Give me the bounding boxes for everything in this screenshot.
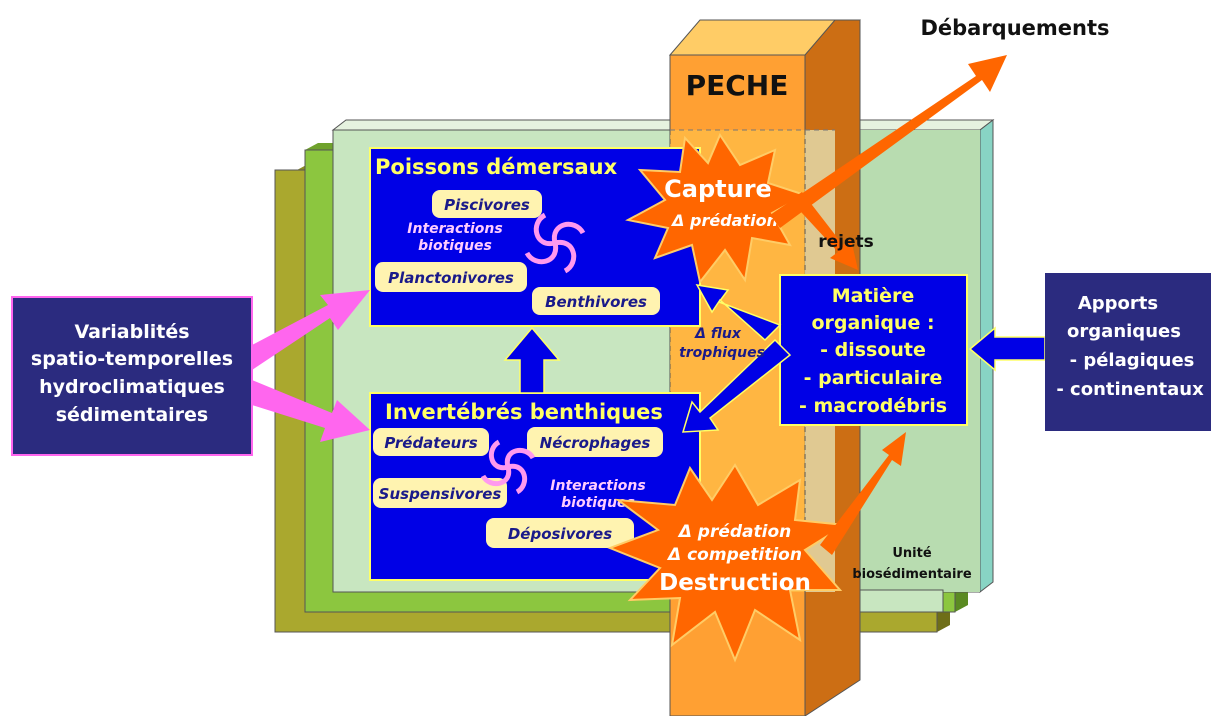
discards-arrow: [790, 192, 858, 270]
organic-inputs-box: [1045, 273, 1211, 431]
trophic-flux-arrows: [681, 284, 792, 433]
variability-arrow-up: [252, 290, 370, 370]
deposivores-label: Déposivores: [508, 525, 612, 543]
organic-line5: - macrodébris: [799, 395, 947, 417]
capture-title: Capture: [664, 175, 772, 203]
destruction-to-organic-arrow: [820, 432, 906, 555]
planctonivores-pill: [375, 262, 527, 292]
necrophages-label: Nécrophages: [540, 434, 651, 452]
suspensivores-label: Suspensivores: [379, 485, 502, 503]
piscivores-pill: [432, 190, 542, 218]
discards-label: rejets: [818, 232, 874, 252]
organic-inputs-arrow: [968, 326, 1046, 372]
inputs-line1: Apports: [1078, 293, 1158, 314]
unit-label-line1: Unité: [892, 546, 931, 561]
destruction-line1: Δ prédation: [677, 522, 792, 542]
planctonivores-label: Planctonivores: [388, 269, 514, 287]
predateurs-label: Prédateurs: [384, 434, 477, 452]
benthic-groups: Prédateurs Nécrophages Suspensivores Dép…: [373, 427, 663, 548]
organic-line4: - particulaire: [804, 367, 943, 389]
fishing-label: PECHE: [686, 69, 789, 102]
organic-line2: organique :: [811, 312, 934, 334]
capture-burst: [625, 132, 808, 285]
trophic-flux-line1: Δ flux: [694, 326, 742, 342]
destruction-line2: Δ competition: [666, 545, 802, 565]
variability-arrow-down: [252, 380, 370, 442]
inputs-line3: - pélagiques: [1070, 350, 1195, 371]
demersal-interactions-line1: Interactions: [407, 221, 502, 237]
inputs-line2: organiques: [1067, 321, 1181, 342]
destruction-burst: [607, 463, 849, 663]
variability-box: [11, 296, 253, 456]
variability-line1: Variablités: [74, 321, 189, 343]
demersal-swirl-icon: [524, 212, 586, 274]
demersal-title: Poissons démersaux: [375, 155, 618, 179]
variability-line4: sédimentaires: [56, 404, 209, 426]
unit-label-line2: biosédimentaire: [852, 567, 971, 582]
benthic-to-demersal-arrow: [503, 326, 561, 394]
organic-matter-box: [779, 274, 968, 426]
benthic-title: Invertébrés benthiques: [385, 400, 663, 424]
landings-arrow: [770, 55, 1007, 228]
benthivores-label: Benthivores: [545, 293, 647, 311]
organic-line3: - dissoute: [820, 339, 926, 361]
benthic-interactions-line1: Interactions: [550, 478, 645, 494]
capture-subtitle: Δ prédation: [670, 211, 778, 230]
benthivores-pill: [532, 287, 660, 315]
benthic-swirl-icon: [480, 439, 536, 495]
variability-line3: hydroclimatiques: [39, 376, 225, 398]
variability-line2: spatio-temporelles: [31, 348, 233, 370]
demersal-groups: Piscivores Planctonivores Benthivores: [375, 190, 660, 315]
piscivores-label: Piscivores: [444, 196, 530, 214]
demersal-interactions-line2: biotiques: [418, 238, 492, 254]
organic-line1: Matière: [832, 285, 914, 307]
necrophages-pill: [527, 427, 663, 457]
deposivores-pill: [486, 518, 634, 548]
suspensivores-pill: [373, 478, 507, 508]
predateurs-pill: [373, 428, 489, 456]
inputs-line4: - continentaux: [1056, 379, 1204, 400]
landings-label: Débarquements: [920, 16, 1109, 40]
trophic-flux-line2: trophiques: [679, 345, 765, 361]
destruction-title: Destruction: [659, 570, 811, 596]
